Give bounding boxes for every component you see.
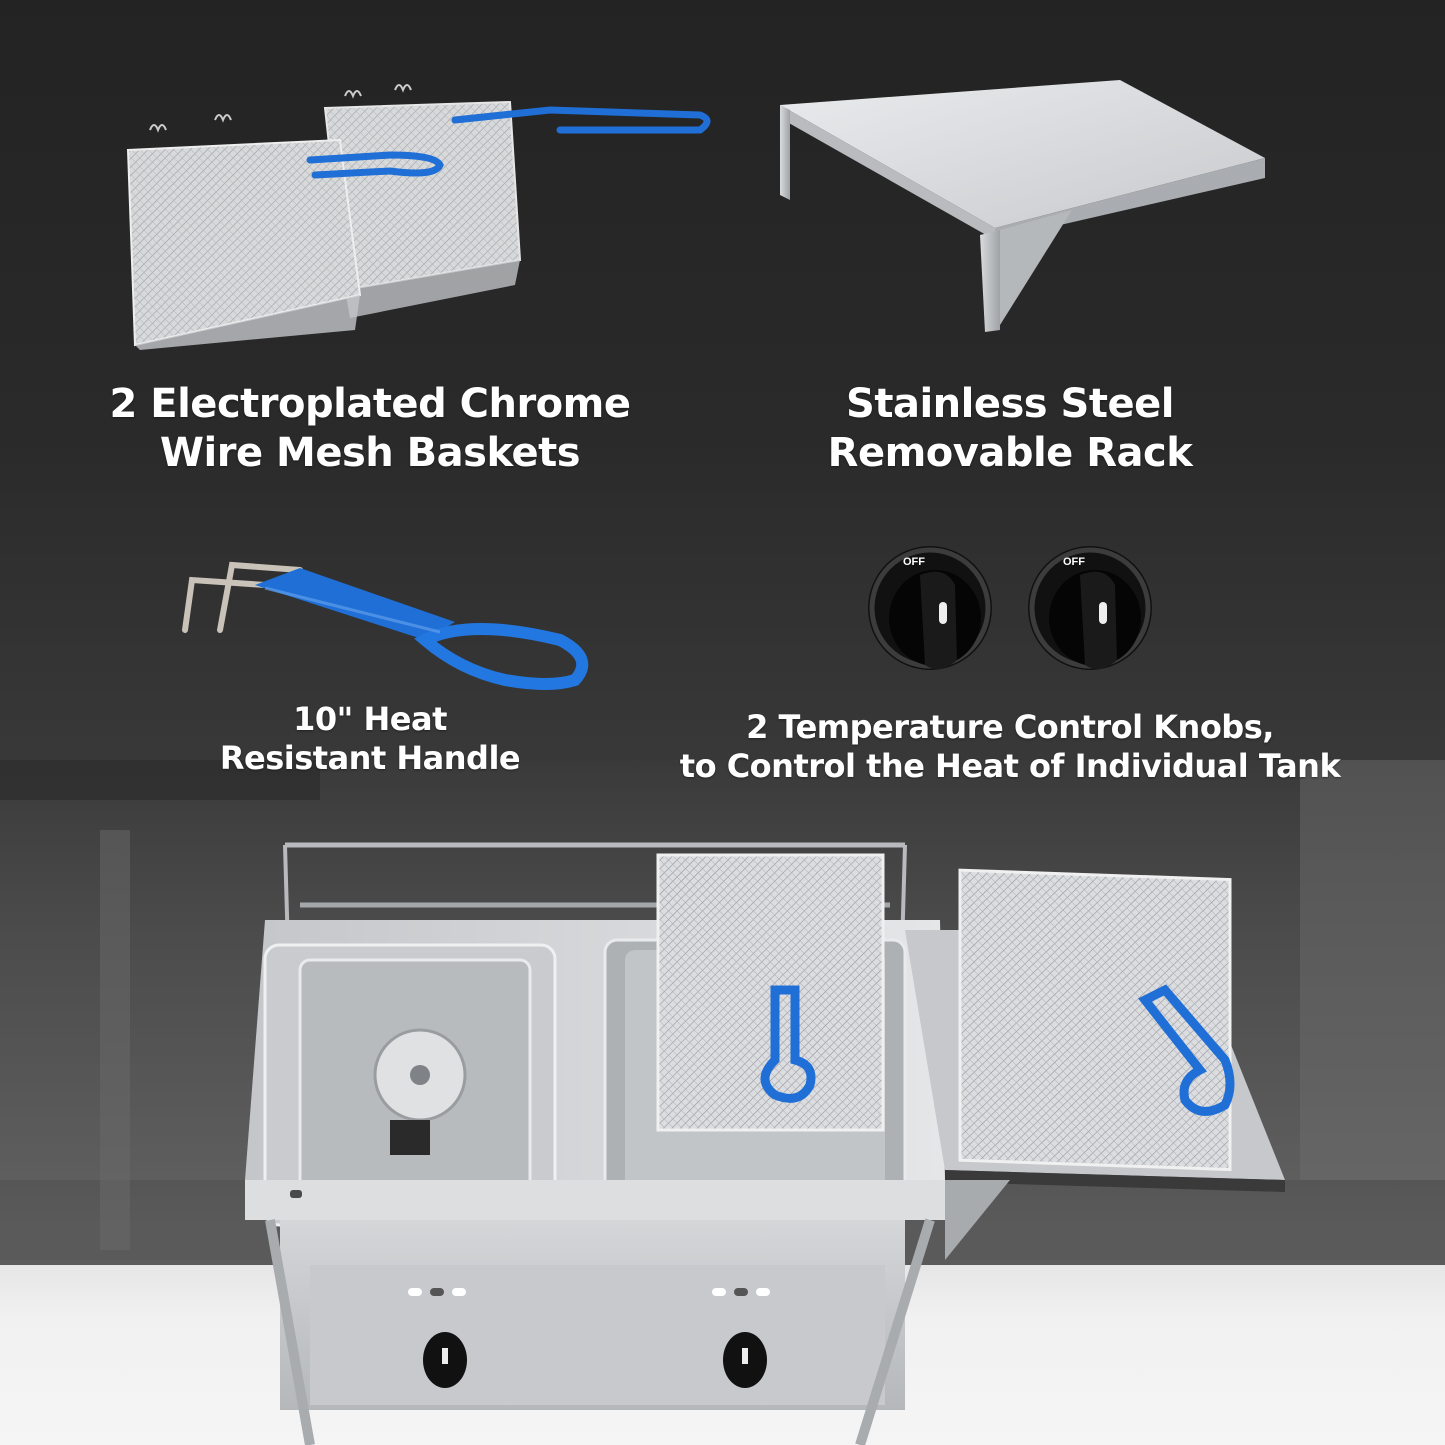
background-panel [100,830,130,1250]
caption-line: 2 Temperature Control Knobs, [746,708,1274,746]
caption-baskets: 2 Electroplated Chrome Wire Mesh Baskets [70,380,670,478]
caption-line: to Control the Heat of Individual Tank [679,747,1341,786]
caption-rack: Stainless Steel Removable Rack [780,380,1240,478]
caption-line: Wire Mesh Baskets [159,429,581,476]
caption-knobs: 2 Temperature Control Knobs, to Control … [630,708,1390,786]
knob-off-label: OFF [903,556,925,568]
stainless-rack-icon [760,80,1290,350]
caption-line: Removable Rack [827,429,1193,476]
control-knob-icon: OFF [1025,540,1155,680]
caption-line: 10" Heat [293,700,447,738]
knob-off-label: OFF [1063,556,1085,568]
caption-handle: 10" Heat Resistant Handle [170,700,570,778]
caption-line: Resistant Handle [219,739,521,778]
background-shelf [0,760,320,800]
background-door [1300,760,1445,1180]
caption-line: Stainless Steel [846,381,1174,427]
fryer-product-image [240,830,1300,1445]
caption-line: 2 Electroplated Chrome [109,381,631,427]
blue-handle-icon [170,540,610,700]
wire-mesh-basket-icon [110,60,730,360]
control-knob-icon: OFF [865,540,995,680]
